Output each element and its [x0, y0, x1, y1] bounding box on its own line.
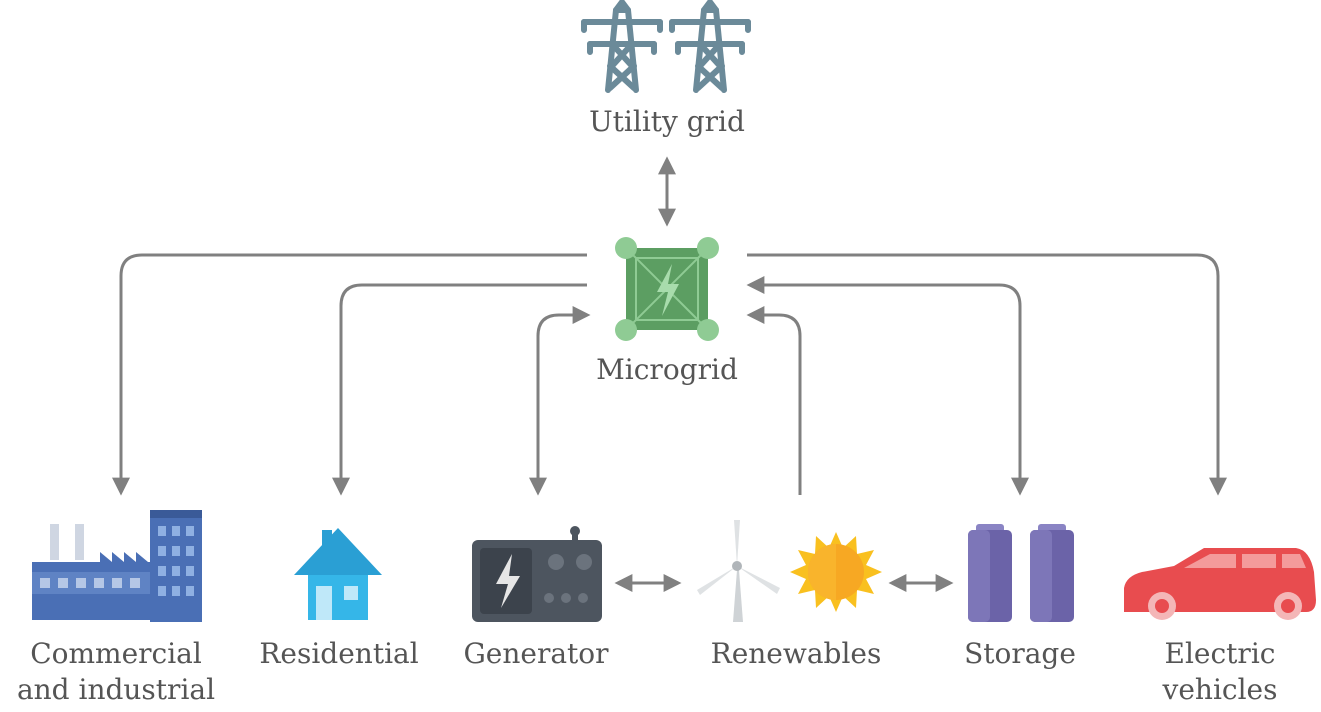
arrow-to-residential	[332, 283, 587, 496]
generator-icon	[472, 526, 602, 622]
microgrid-label: Microgrid	[596, 353, 738, 386]
arrow-storage-microgrid	[746, 276, 1029, 496]
electric-vehicles-label: Electric vehicles	[1162, 637, 1278, 706]
storage-label: Storage	[964, 637, 1076, 670]
battery-icon	[968, 524, 1074, 622]
renewables-label: Renewables	[710, 637, 882, 670]
residential-label: Residential	[259, 637, 419, 670]
arrow-to-commercial	[112, 253, 587, 496]
generator-label: Generator	[463, 637, 609, 670]
factory-icon	[32, 510, 202, 622]
commercial-label: Commercial and industrial	[16, 637, 216, 706]
arrow-from-renewables	[746, 306, 802, 495]
utility-grid-tower-icon	[581, 0, 751, 93]
wind-turbine-icon	[697, 520, 780, 622]
utility-grid-label: Utility grid	[589, 105, 745, 138]
connection-arrows	[112, 156, 1227, 592]
house-icon	[294, 528, 382, 620]
arrow-generator-microgrid	[529, 306, 591, 496]
arrow-to-electric-vehicles	[747, 253, 1227, 496]
sun-icon	[790, 532, 882, 612]
microgrid-icon	[615, 237, 719, 341]
car-icon	[1124, 548, 1316, 620]
